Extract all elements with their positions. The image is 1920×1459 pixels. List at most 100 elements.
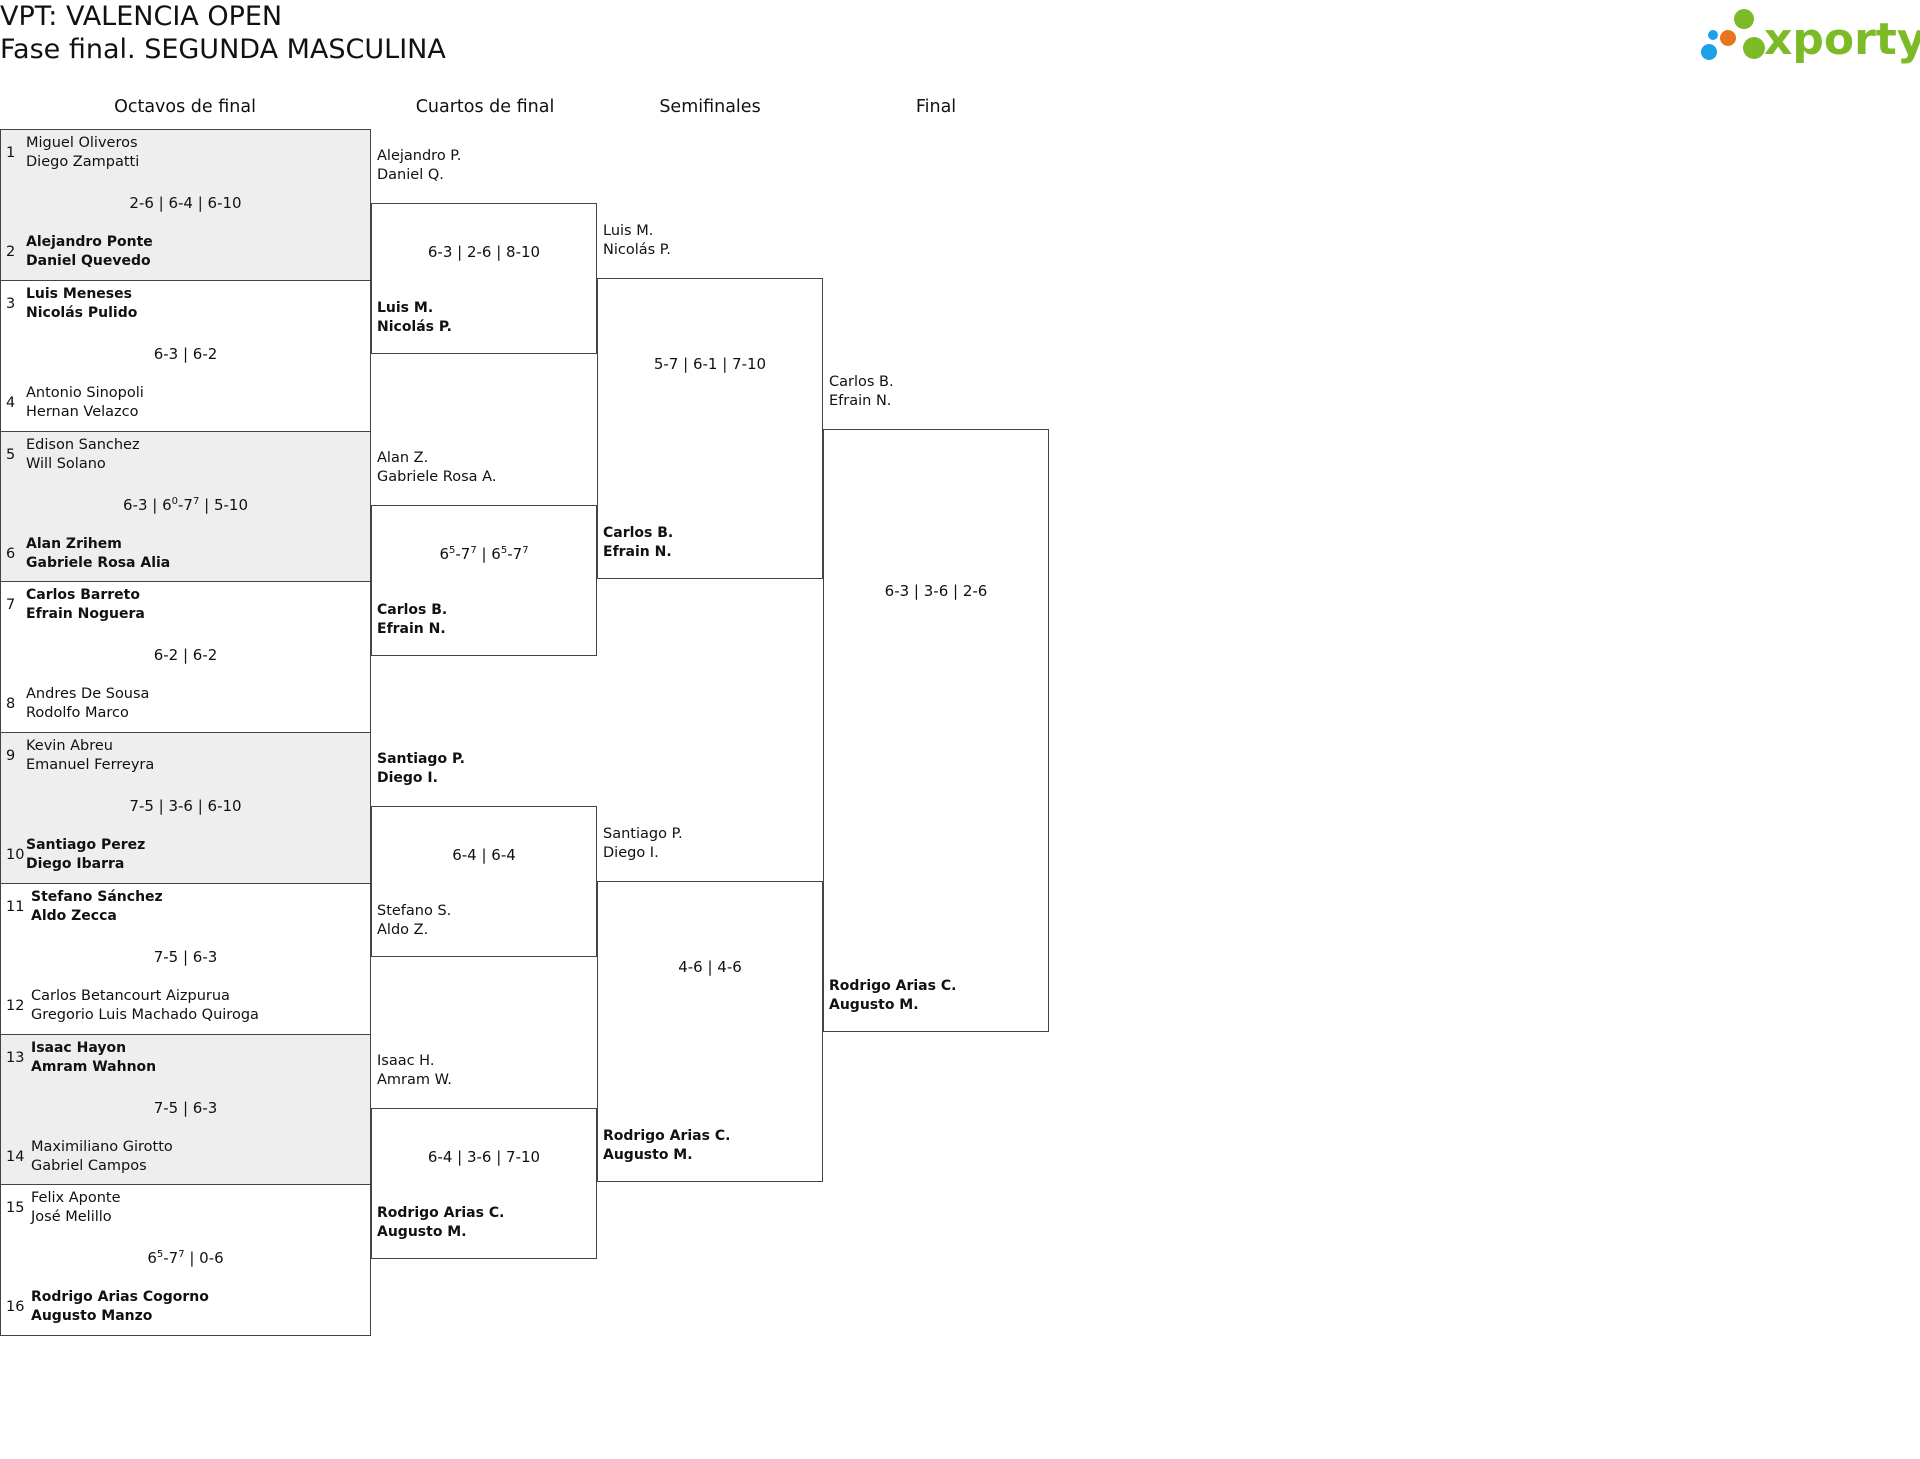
team-label-bottom: Rodrigo Arias C.Augusto M.	[377, 1204, 504, 1242]
player-name: Efrain N.	[377, 620, 446, 637]
player-name: Carlos Betancourt Aizpurua	[31, 987, 230, 1004]
seed-number: 3	[6, 295, 16, 312]
seed-number: 14	[6, 1148, 25, 1165]
round-header-final: Final	[915, 97, 957, 117]
match-score: 65-77 | 0-6	[147, 1249, 224, 1268]
seed-number: 11	[6, 898, 25, 915]
player-name: Efrain Noguera	[26, 606, 145, 623]
player-name: Isaac Hayon	[31, 1039, 127, 1056]
team-label-bottom: Rodrigo Arias C. Augusto M.	[603, 1127, 730, 1165]
match-score: 6-2 | 6-2	[153, 646, 218, 665]
match-score: 5-7 | 6-1 | 7-10	[653, 355, 767, 373]
player-name: Carlos B.	[377, 601, 448, 618]
player-name: Augusto M.	[829, 997, 919, 1013]
player-name: Gabriele Rosa A.	[377, 468, 497, 485]
match-score: 4-6 | 4-6	[678, 958, 742, 976]
xporty-wordmark: xporty	[1764, 14, 1920, 65]
match-score: 6-4 | 3-6 | 7-10	[427, 1147, 541, 1166]
player-name: Rodrigo Arias C.	[377, 1204, 505, 1221]
player-name: Miguel Oliveros	[26, 135, 138, 151]
player-name: Santiago P.	[603, 826, 683, 842]
seed-number: 9	[6, 748, 16, 764]
team-label-bottom: Stefano S. Aldo Z.	[377, 902, 451, 940]
xporty-logo: xporty	[1696, 4, 1920, 68]
player-name: Alejandro P.	[377, 148, 462, 164]
match-score: 7-5 | 3-6 | 6-10	[129, 797, 242, 815]
player-name: José Melillo	[31, 1209, 112, 1226]
seed-number: 13	[6, 1049, 25, 1066]
player-name: Luis M.	[603, 223, 654, 239]
team-label-bottom: Luis M.Nicolás P.	[377, 299, 452, 337]
player-name: Antonio Sinopoli	[26, 384, 144, 401]
player-name: Gabriele Rosa Alia	[26, 554, 171, 571]
seed-number: 7	[6, 597, 16, 614]
team-label-bottom: Carlos B. Efrain N.	[377, 601, 447, 639]
player-name: Santiago P.	[377, 751, 465, 767]
player-name: Stefano Sánchez	[31, 888, 163, 905]
player-name: Diego I.	[377, 770, 438, 786]
player-name: Stefano S.	[377, 903, 452, 919]
team-label-top: Isaac H.Amram W.	[377, 1052, 452, 1090]
player-name: Aldo Z.	[377, 922, 429, 938]
player-name: Aldo Zecca	[31, 907, 117, 924]
player-name: Maximiliano Girotto	[31, 1138, 173, 1155]
team-label-bottom: Carlos B. Efrain N.	[603, 524, 673, 562]
player-name: Carlos B.	[603, 525, 674, 541]
player-name: Carlos Barreto	[26, 587, 140, 604]
player-name: Hernan Velazco	[26, 403, 139, 420]
match-score: 6-3 | 60-77 | 5-10	[123, 495, 248, 514]
seed-number: 4	[6, 394, 16, 411]
round-header-cuartos: Cuartos de final	[415, 97, 555, 117]
player-name: Daniel Quevedo	[26, 253, 151, 269]
match-score: 2-6 | 6-4 | 6-10	[129, 194, 242, 212]
player-name: Will Solano	[26, 455, 106, 472]
match-score: 65-77 | 65-77	[439, 544, 529, 563]
player-name: Diego Ibarra	[26, 856, 125, 872]
team-label-top: Alejandro P. Daniel Q.	[377, 147, 461, 185]
player-name: Luis Meneses	[26, 285, 132, 302]
player-name: Isaac H.	[377, 1052, 435, 1069]
seed-number: 8	[6, 696, 16, 713]
seed-number: 2	[6, 244, 16, 260]
seed-number: 12	[6, 997, 25, 1014]
player-name: Efrain N.	[603, 544, 672, 560]
team-label-top: Alan Z. Gabriele Rosa A.	[377, 449, 496, 487]
player-name: Emanuel Ferreyra	[26, 757, 155, 773]
seed-number: 16	[6, 1299, 25, 1316]
player-name: Rodrigo Arias C.	[829, 978, 957, 994]
player-name: Rodrigo Arias C.	[603, 1128, 731, 1144]
match-score: 6-3 | 3-6 | 2-6	[884, 582, 988, 600]
match-score: 6-3 | 2-6 | 8-10	[427, 243, 541, 261]
player-name: Daniel Q.	[377, 167, 444, 183]
player-name: Augusto M.	[603, 1147, 693, 1163]
player-name: Andres De Sousa	[26, 686, 150, 703]
player-name: Felix Aponte	[31, 1190, 121, 1207]
player-name: Nicolás P.	[603, 242, 671, 258]
seed-number: 1	[6, 145, 16, 161]
player-name: Alan Z.	[377, 449, 429, 466]
